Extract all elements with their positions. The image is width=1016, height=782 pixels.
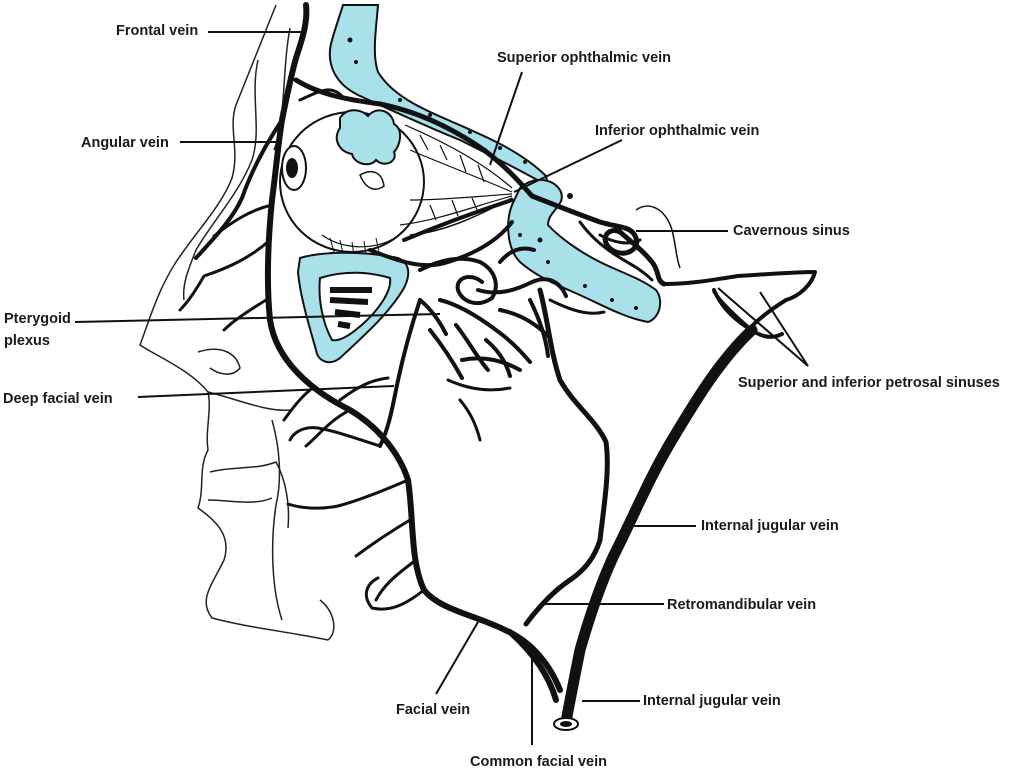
common-facial-vein-path [507, 629, 559, 703]
maxillary-sinus [318, 271, 392, 342]
label-internal-jugular-vein-lower: Internal jugular vein [643, 693, 781, 709]
face-outline [139, 4, 335, 641]
label-internal-jugular-vein-upper: Internal jugular vein [701, 518, 839, 534]
label-deep-facial-vein: Deep facial vein [3, 391, 113, 407]
label-pterygoid-plexus: Pterygoid plexus [4, 311, 71, 349]
sphenoid-bone [507, 179, 662, 324]
label-facial-vein: Facial vein [396, 702, 471, 718]
leader-lines [74, 31, 809, 745]
deep-facial-vein-path [378, 298, 422, 448]
superior-ophthalmic-vein-path [293, 77, 535, 199]
label-common-facial-vein: Common facial vein [470, 754, 607, 770]
orbital-roof-bone [328, 4, 550, 188]
inferior-ophthalmic-vein-path [402, 198, 514, 242]
label-cavernous-sinus: Cavernous sinus [733, 223, 850, 239]
label-angular-vein: Angular vein [81, 135, 169, 151]
label-retromandibular-vein: Retromandibular vein [667, 597, 817, 613]
label-superior-ophthalmic-vein: Superior ophthalmic vein [497, 50, 672, 66]
retromandibular-vein-path [523, 287, 610, 627]
petrosal-sinus-upper [662, 270, 817, 328]
veins [178, 2, 817, 728]
label-petrosal-sinuses: Superior and inferior petrosal sinuses [738, 375, 1000, 391]
label-inferior-ophthalmic-vein: Inferior ophthalmic vein [595, 123, 760, 139]
lacrimal-gland [335, 109, 401, 166]
internal-jugular-vein-path [560, 324, 758, 728]
bones [296, 4, 681, 364]
cavernous-sinus-network [529, 193, 667, 287]
pterygoid-plexus [418, 246, 568, 380]
label-frontal-vein: Frontal vein [116, 23, 199, 39]
